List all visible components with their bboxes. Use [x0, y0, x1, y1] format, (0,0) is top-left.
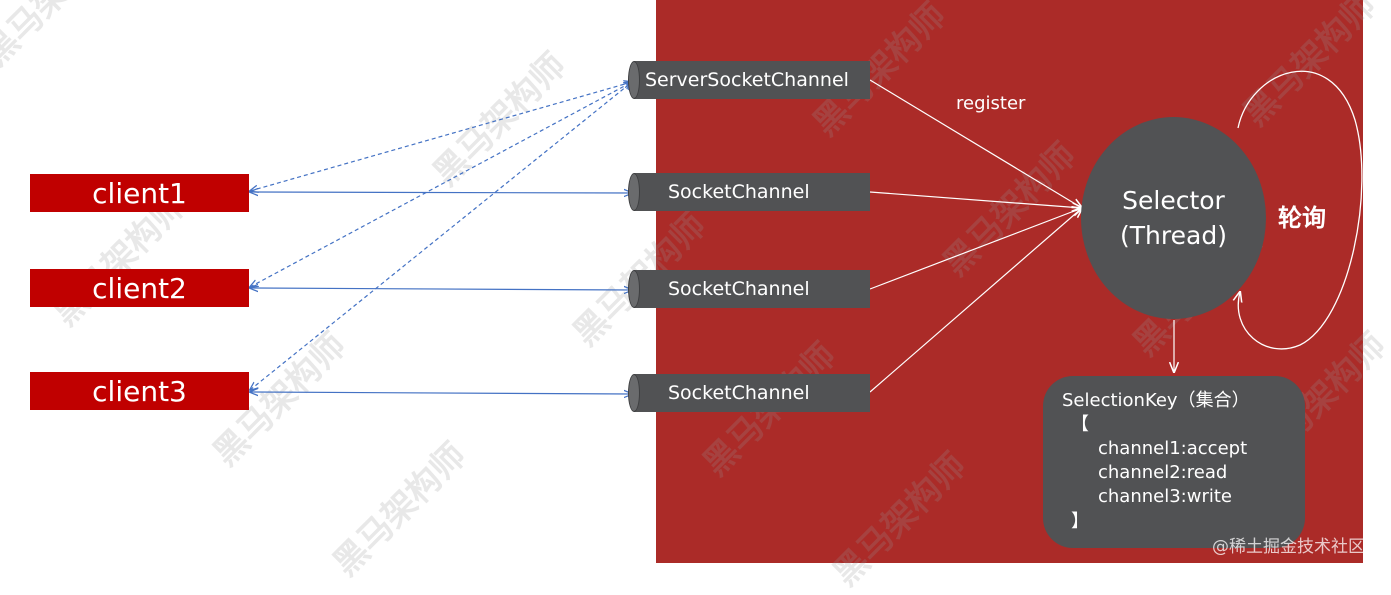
- dashed-link-client1-server: [250, 82, 632, 191]
- link-client2-socketchannel: [250, 288, 632, 290]
- register-arrow-sc1: [869, 191, 1082, 208]
- channel-label: SocketChannel: [668, 382, 810, 404]
- register-arrow-sc2: [869, 208, 1082, 290]
- selection-key-title: SelectionKey（集合）: [1062, 390, 1250, 411]
- server-socket-channel: ServerSocketChannel: [628, 61, 870, 99]
- connector-layer: [0, 70, 1363, 571]
- dashed-link-client2-server: [250, 82, 632, 287]
- link-client1-socketchannel: [250, 192, 632, 193]
- channel-label: SocketChannel: [668, 181, 810, 203]
- socket-channel-1: SocketChannel: [628, 173, 870, 211]
- channel-label: SocketChannel: [668, 278, 810, 300]
- selector-thread-node: Selector (Thread): [1081, 117, 1266, 319]
- client-box-1: client1: [30, 174, 249, 212]
- register-arrow-server: [869, 79, 1082, 208]
- client-box-2: client2: [30, 269, 249, 307]
- register-arrow-sc3: [869, 208, 1082, 393]
- polling-loop-arrow: [1238, 70, 1363, 350]
- channel-cap: [628, 173, 640, 211]
- socket-channel-3: SocketChannel: [628, 374, 870, 412]
- socket-channel-2: SocketChannel: [628, 270, 870, 308]
- selector-label: Selector: [1122, 186, 1225, 215]
- open-bracket: 【: [1071, 414, 1089, 435]
- attribution-watermark: @稀土掘金技术社区: [1212, 537, 1365, 557]
- client-box-3: client3: [30, 372, 249, 410]
- channel-cap: [628, 374, 640, 412]
- selection-key-entry: channel1:accept: [1098, 438, 1248, 459]
- register-label: register: [956, 93, 1026, 114]
- selection-key-set: SelectionKey（集合） 【 channel1:accept chann…: [1043, 376, 1305, 548]
- polling-label: 轮询: [1278, 204, 1326, 232]
- channel-cap: [628, 61, 640, 99]
- link-client3-socketchannel: [250, 392, 632, 394]
- selection-key-entry: channel3:write: [1098, 486, 1232, 507]
- selector-thread-label: (Thread): [1120, 221, 1227, 250]
- selection-key-entry: channel2:read: [1098, 462, 1228, 483]
- dashed-link-client3-server: [250, 82, 632, 390]
- channel-label: ServerSocketChannel: [645, 69, 849, 91]
- channel-cap: [628, 270, 640, 308]
- close-bracket: 】: [1071, 511, 1089, 532]
